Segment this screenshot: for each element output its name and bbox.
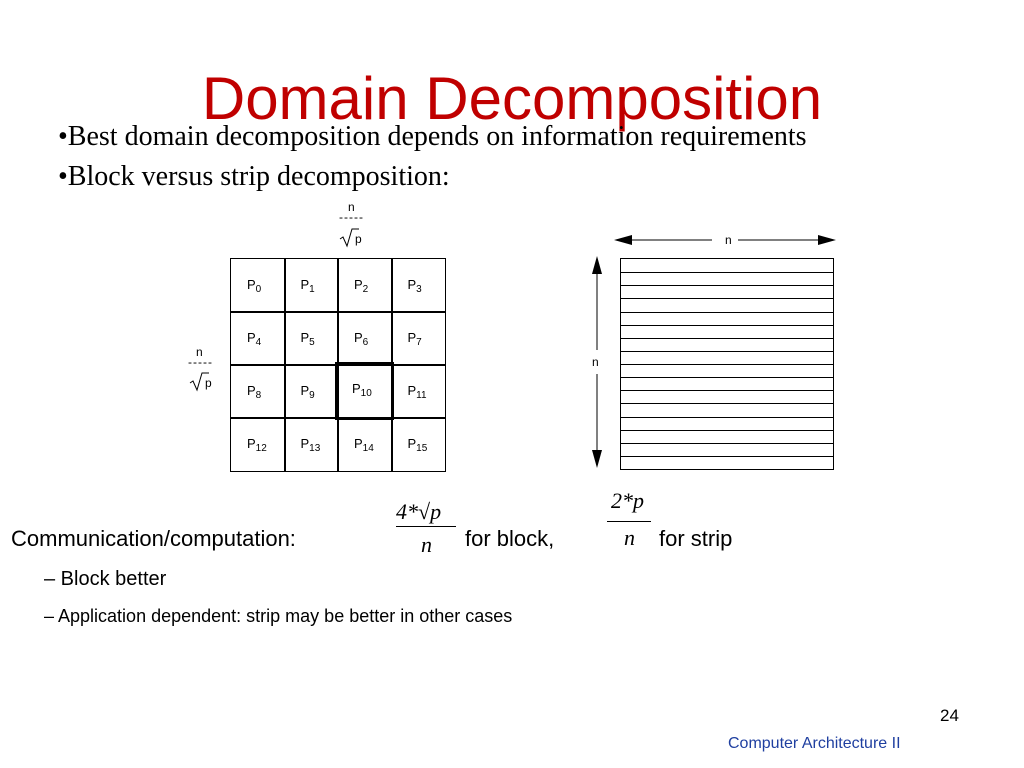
processor-label: P9: [300, 383, 315, 401]
strip-ratio-fraction-bar: [607, 521, 651, 522]
grid-cell-p15: P15: [390, 417, 446, 472]
grid-cell-p4: P4: [230, 311, 286, 366]
block-left-dim-numerator: n: [196, 345, 203, 359]
processor-label: P5: [300, 330, 315, 348]
processor-label: P6: [354, 330, 369, 348]
strip-divider: [621, 403, 833, 405]
processor-label: P2: [354, 277, 369, 295]
strip-divider: [621, 416, 833, 418]
grid-cell-p1: P1: [283, 258, 339, 313]
page-number: 24: [940, 706, 959, 725]
block-left-dim-dashes: -----: [188, 355, 213, 369]
block-top-dim-dashes: -----: [339, 210, 364, 224]
footer-course-title: Computer Architecture II: [728, 735, 901, 752]
processor-label: P7: [407, 330, 422, 348]
strip-divider: [621, 337, 833, 339]
block-left-dim-denominator: p: [205, 376, 212, 390]
grid-cell-p0: P0: [230, 258, 286, 313]
strip-width-arrow: [614, 235, 836, 245]
processor-label: P1: [300, 277, 315, 295]
processor-label: P0: [247, 277, 262, 295]
block-ratio-numerator: 4*√p: [396, 499, 442, 524]
strip-divider: [621, 442, 833, 444]
processor-label: P8: [247, 383, 262, 401]
strip-height-label: n: [592, 355, 599, 369]
bullet-block-vs-strip: •Block versus strip decomposition:: [58, 161, 450, 192]
grid-cell-p7: P7: [390, 311, 446, 366]
strip-divider: [621, 285, 833, 287]
grid-cell-p3: P3: [390, 258, 446, 313]
processor-label: P13: [300, 436, 321, 454]
strip-width-label: n: [725, 233, 732, 247]
processor-label: P15: [407, 436, 428, 454]
grid-cell-p5: P5: [283, 311, 339, 366]
grid-cell-p9: P9: [283, 364, 339, 419]
processor-label: P3: [407, 277, 422, 295]
processor-label: P11: [407, 383, 427, 401]
strip-divider: [621, 324, 833, 326]
grid-cell-p13: P13: [283, 417, 339, 472]
strip-divider: [621, 377, 833, 379]
strip-divider: [621, 364, 833, 365]
strip-divider: [621, 429, 833, 431]
processor-label: P4: [247, 330, 262, 348]
block-ratio-fraction-bar: [396, 526, 456, 527]
block-top-dim-numerator: n: [348, 200, 355, 214]
grid-cell-p6: P6: [337, 311, 393, 366]
grid-cell-p14: P14: [337, 417, 393, 472]
grid-cell-p11: P11: [390, 364, 446, 419]
block-top-dim-denominator: p: [355, 232, 362, 246]
page-title: Domain Decomposition: [201, 65, 823, 132]
strip-ratio-text: for strip: [659, 526, 733, 551]
processor-label: P14: [354, 436, 374, 454]
communication-label: Communication/computation:: [11, 526, 296, 551]
strip-height-arrow: [592, 256, 602, 468]
processor-label: P10: [352, 381, 372, 399]
block-ratio-denominator: n: [421, 532, 432, 557]
grid-cell-p12: P12: [230, 417, 286, 472]
strip-divider: [621, 311, 833, 313]
strip-divider: [621, 455, 833, 457]
bullet-information-requirements: •Best domain decomposition depends on in…: [58, 121, 807, 152]
strip-divider: [621, 350, 833, 352]
strip-divider: [621, 390, 833, 392]
grid-cell-p10: P10: [335, 362, 394, 420]
strip-ratio-denominator: n: [624, 525, 635, 550]
strip-divider: [621, 272, 833, 274]
sub-point-application-dependent: – Application dependent: strip may be be…: [44, 606, 513, 626]
sqrt-icon: [339, 228, 359, 248]
strip-divider: [621, 298, 833, 300]
grid-cell-p2: P2: [337, 258, 393, 313]
strip-ratio-numerator: 2*p: [611, 488, 644, 513]
strip-decomposition: [620, 258, 834, 470]
processor-label: P12: [247, 436, 267, 454]
sub-point-block-better: – Block better: [44, 568, 167, 590]
grid-cell-p8: P8: [230, 364, 286, 419]
sqrt-icon: [189, 372, 209, 392]
block-ratio-text: for block,: [465, 526, 555, 551]
